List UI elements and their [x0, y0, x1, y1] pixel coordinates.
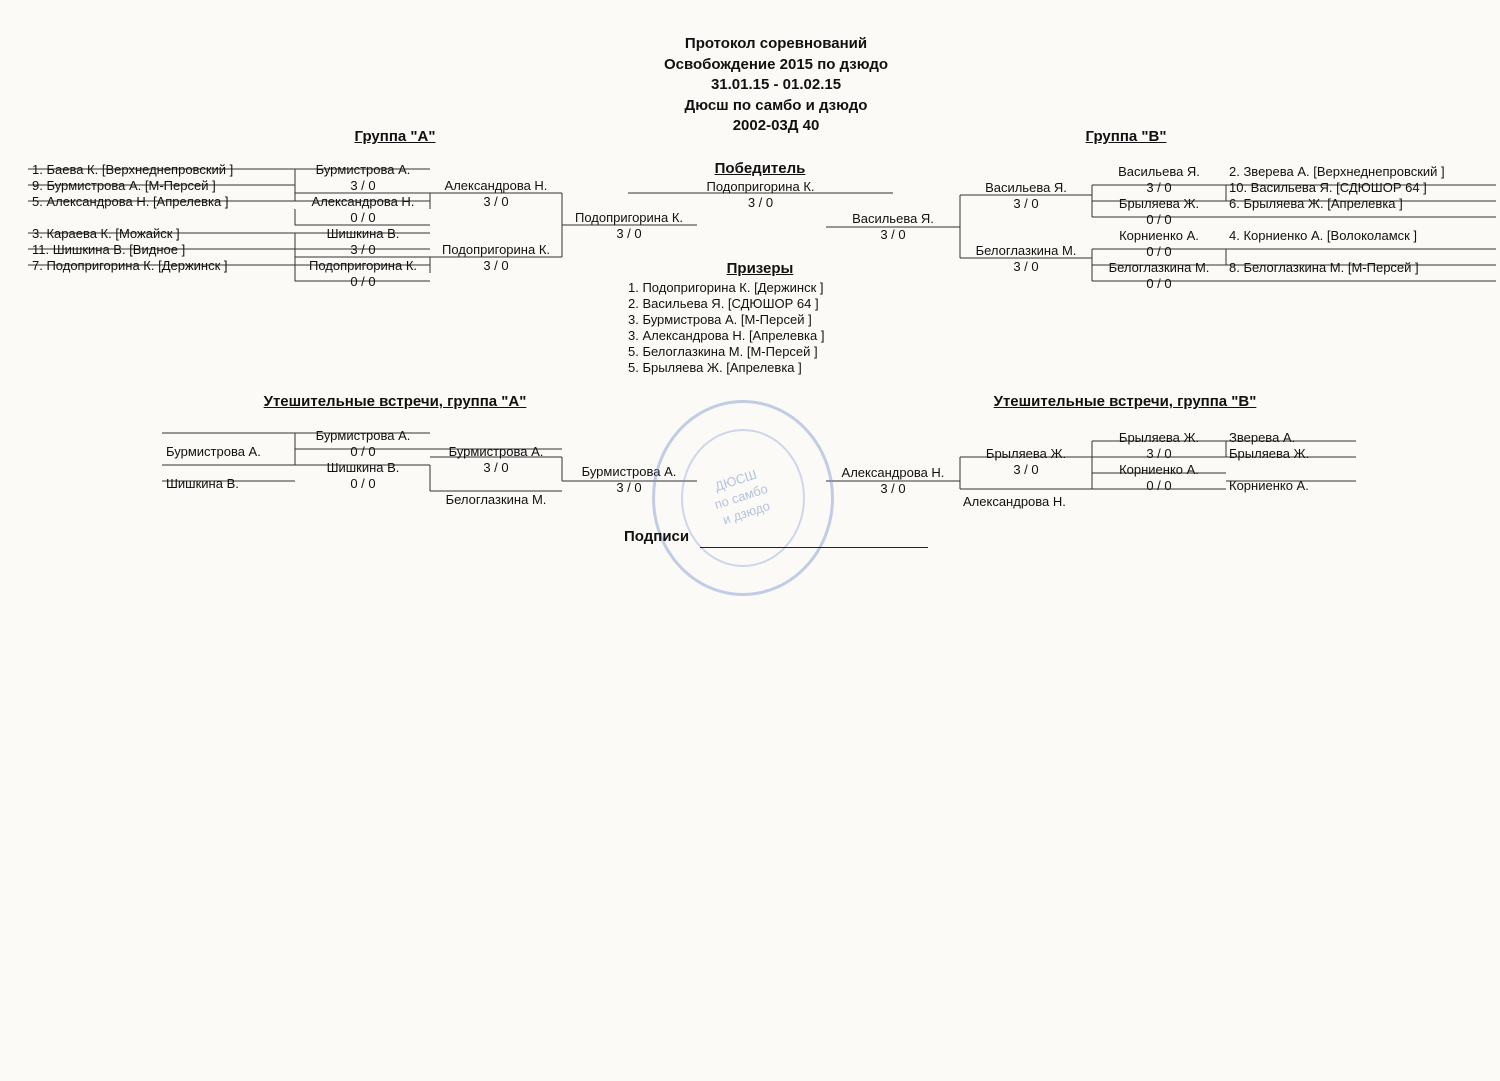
header-category: 2002-03Д 40 — [732, 117, 820, 134]
match-score: 0 / 0 — [350, 274, 376, 289]
consolation-b-bye: Александрова Н. — [963, 494, 1066, 509]
consolation-b-entry: Зверева А. — [1229, 430, 1296, 445]
group-a-final-score: 3 / 0 — [616, 226, 642, 241]
match-score: 0 / 0 — [350, 444, 376, 459]
match-winner: Бурмистрова А. — [315, 162, 411, 177]
match-score: 3 / 0 — [350, 242, 376, 257]
prize-entry: 3. Александрова Н. [Апрелевка ] — [628, 328, 825, 343]
match-winner: Корниенко А. — [1119, 462, 1199, 477]
match-winner: Бурмистрова А. — [448, 444, 544, 459]
match-winner: Брыляева Ж. — [985, 446, 1067, 461]
match-score: 3 / 0 — [1146, 446, 1172, 461]
match-score: 3 / 0 — [1013, 196, 1039, 211]
consolation-a-bye: Белоглазкина М. — [445, 492, 547, 507]
match-winner: Брыляева Ж. — [1118, 196, 1200, 211]
prize-entry: 3. Бурмистрова А. [М-Персей ] — [628, 312, 812, 327]
match-winner: Подопригорина К. — [308, 258, 418, 273]
prize-entry: 2. Васильева Я. [СДЮШОР 64 ] — [628, 296, 819, 311]
winner-title: Победитель — [714, 160, 806, 177]
consolation-b-final-score: 3 / 0 — [880, 481, 906, 496]
header-dates: 31.01.15 - 01.02.15 — [710, 76, 842, 93]
match-winner: Корниенко А. — [1119, 228, 1199, 243]
group-b-entry: 10. Васильева Я. [СДЮШОР 64 ] — [1229, 180, 1427, 195]
match-score: 0 / 0 — [350, 476, 376, 491]
match-score: 3 / 0 — [350, 178, 376, 193]
consolation-a-entry: Бурмистрова А. — [166, 444, 261, 459]
group-b-final-score: 3 / 0 — [880, 227, 906, 242]
group-b-entry: 2. Зверева А. [Верхнеднепровский ] — [1229, 164, 1445, 179]
winner-name: Подопригорина К. — [706, 179, 815, 194]
consolation-b-entry: Корниенко А. — [1229, 478, 1309, 493]
match-score: 0 / 0 — [1146, 478, 1172, 493]
header-title: Протокол соревнований — [684, 35, 868, 52]
consolation-a-entry: Шишкина В. — [166, 476, 239, 491]
group-a-final-winner: Подопригорина К. — [574, 210, 684, 225]
group-a-entry: 1. Баева К. [Верхнеднепровский ] — [32, 162, 234, 177]
match-winner: Александрова Н. — [311, 194, 415, 209]
group-b-final-winner: Васильева Я. — [852, 211, 934, 226]
group-b-entry: 8. Белоглазкина М. [М-Персей ] — [1229, 260, 1419, 275]
prize-entry: 5. Брыляева Ж. [Апрелевка ] — [628, 360, 802, 375]
signature-line — [700, 547, 928, 548]
group-a-entry: 11. Шишкина В. [Видное ] — [32, 242, 186, 257]
group-b-title: Группа "В" — [1085, 128, 1167, 145]
group-a-entry: 7. Подопригорина К. [Держинск ] — [32, 258, 228, 273]
consolation-a-final-winner: Бурмистрова А. — [581, 464, 677, 479]
match-score: 3 / 0 — [1013, 462, 1039, 477]
group-a-title: Группа "А" — [354, 128, 436, 145]
signature-label: Подписи — [624, 528, 690, 545]
winner-score: 3 / 0 — [747, 195, 774, 210]
group-b-entry: 6. Брыляева Ж. [Апрелевка ] — [1229, 196, 1403, 211]
header-competition: Освобождение 2015 по дзюдо — [663, 55, 889, 73]
group-a-entry: 3. Караева К. [Можайск ] — [32, 226, 180, 241]
prize-entry: 5. Белоглазкина М. [М-Персей ] — [628, 344, 818, 359]
group-b-entry: 4. Корниенко А. [Волоколамск ] — [1229, 228, 1418, 243]
match-winner: Белоглазкина М. — [1108, 260, 1210, 275]
match-score: 0 / 0 — [1146, 276, 1172, 291]
consolation-b-final-winner: Александрова Н. — [841, 465, 945, 480]
match-score: 3 / 0 — [483, 460, 509, 475]
prizes-title: Призеры — [726, 260, 794, 277]
protocol-header: Протокол соревнований Освобождение 2015 … — [576, 34, 976, 137]
match-winner: Подопригорина К. — [441, 242, 551, 257]
match-score: 0 / 0 — [1146, 212, 1172, 227]
match-winner: Шишкина В. — [326, 460, 400, 475]
match-winner: Александрова Н. — [444, 178, 548, 193]
match-winner: Шишкина В. — [326, 226, 400, 241]
prize-entry: 1. Подопригорина К. [Держинск ] — [628, 280, 824, 295]
group-a-entry: 5. Александрова Н. [Апрелевка ] — [32, 194, 229, 209]
consolation-a-title: Утешительные встречи, группа "А" — [263, 393, 527, 410]
match-score: 0 / 0 — [1146, 244, 1172, 259]
match-winner: Васильева Я. — [1118, 164, 1200, 179]
match-score: 3 / 0 — [483, 258, 509, 273]
consolation-a-final-score: 3 / 0 — [616, 480, 642, 495]
match-score: 3 / 0 — [1146, 180, 1172, 195]
header-organizer: Дюсш по самбо и дзюдо — [684, 96, 868, 114]
consolation-b-title: Утешительные встречи, группа "В" — [993, 393, 1257, 410]
match-score: 3 / 0 — [483, 194, 509, 209]
match-winner: Брыляева Ж. — [1118, 430, 1200, 445]
match-score: 3 / 0 — [1013, 259, 1039, 274]
match-score: 0 / 0 — [350, 210, 376, 225]
consolation-b-entry: Брыляева Ж. — [1229, 446, 1310, 461]
match-winner: Белоглазкина М. — [975, 243, 1077, 258]
match-winner: Васильева Я. — [985, 180, 1067, 195]
group-a-entry: 9. Бурмистрова А. [М-Персей ] — [32, 178, 216, 193]
match-winner: Бурмистрова А. — [315, 428, 411, 443]
